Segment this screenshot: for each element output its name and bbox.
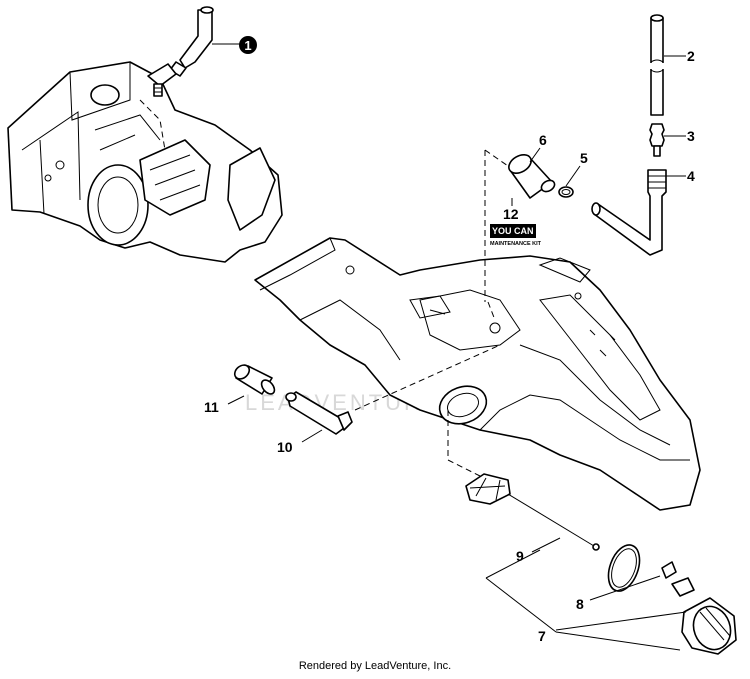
fuel-tank-handle-housing bbox=[254, 237, 701, 511]
part-2-fuel-hose bbox=[650, 14, 664, 116]
callout-9: 9 bbox=[516, 548, 524, 564]
part-8-gasket bbox=[607, 544, 641, 592]
part-3-fitting bbox=[649, 123, 665, 157]
part-1-vent-hose-elbow bbox=[147, 6, 214, 97]
callout-11: 11 bbox=[204, 399, 219, 415]
callout-6: 6 bbox=[539, 132, 547, 148]
part-7-fuel-cap bbox=[661, 561, 737, 655]
callout-4: 4 bbox=[687, 168, 695, 184]
callout-2: 2 bbox=[687, 48, 695, 64]
callout-12: 12 bbox=[503, 206, 519, 222]
part-6-fuel-filter bbox=[508, 154, 556, 199]
footer-credit: Rendered by LeadVenture, Inc. bbox=[298, 660, 452, 672]
callout-7: 7 bbox=[538, 628, 546, 644]
callout-10: 10 bbox=[277, 439, 293, 455]
part-9-filter-strainer bbox=[465, 473, 600, 551]
callout-3: 3 bbox=[687, 128, 695, 144]
svg-text:MAINTENANCE KIT: MAINTENANCE KIT bbox=[490, 241, 542, 247]
callout-leaders bbox=[212, 43, 687, 651]
crankcase bbox=[7, 61, 283, 263]
part-5-o-ring bbox=[558, 186, 574, 198]
dashed-guide-lines bbox=[139, 99, 509, 477]
part-4-fuel-line bbox=[591, 169, 667, 256]
svg-text:1: 1 bbox=[244, 38, 251, 53]
callout-1: 1 bbox=[239, 36, 257, 54]
part-10-tube bbox=[285, 391, 353, 435]
part-11-plug bbox=[233, 364, 276, 395]
maintenance-kit-badge: YOU CAN MAINTENANCE KIT bbox=[490, 224, 542, 247]
svg-text:YOU: YOU bbox=[492, 226, 512, 236]
svg-text:CAN: CAN bbox=[514, 226, 534, 236]
callout-8: 8 bbox=[576, 596, 584, 612]
callout-5: 5 bbox=[580, 150, 588, 166]
